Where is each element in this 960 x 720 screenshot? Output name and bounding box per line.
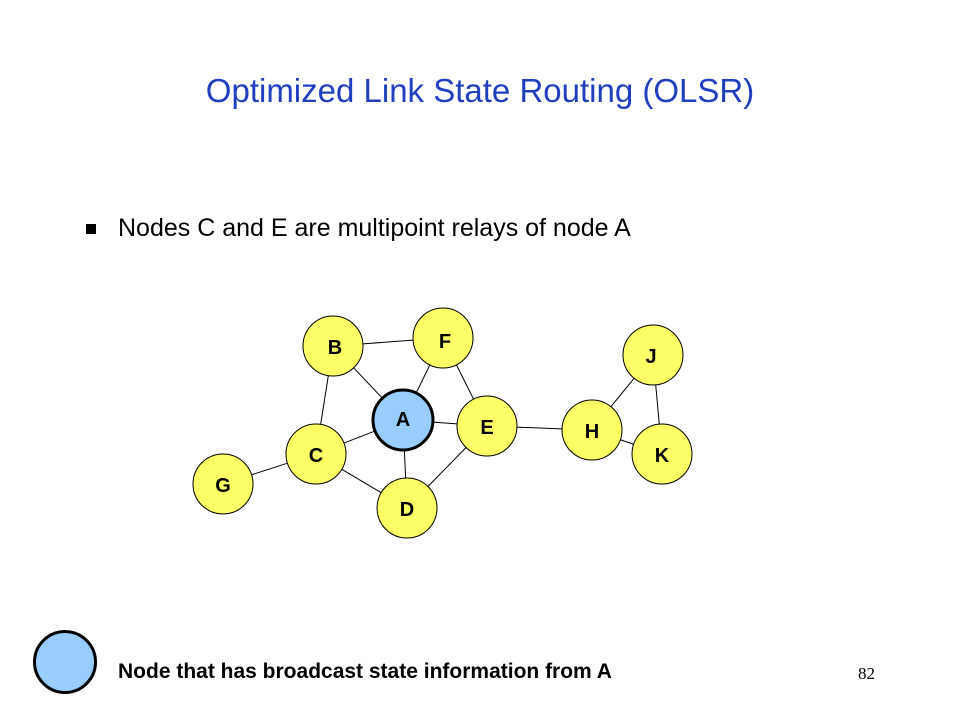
node-e-circle	[456, 395, 518, 457]
node-j-label: J	[645, 346, 656, 368]
node-g-label: G	[215, 475, 231, 497]
edge-a-e	[432, 421, 458, 425]
node-k-circle	[631, 423, 693, 485]
node-f-label: F	[439, 331, 451, 353]
edge-h-j	[610, 377, 635, 408]
node-k-label: K	[655, 445, 670, 467]
slide-title: Optimized Link State Routing (OLSR)	[205, 72, 755, 109]
edge-e-h	[516, 426, 563, 430]
node-c-circle	[285, 423, 347, 485]
node-d-label: D	[400, 499, 414, 521]
edge-a-d	[403, 449, 407, 479]
node-d-circle	[376, 477, 438, 539]
node-h-circle	[561, 399, 623, 461]
broadcast-node-legend-icon	[33, 630, 97, 694]
edge-b-a	[353, 367, 383, 399]
node-j-circle	[622, 324, 684, 386]
node-g-circle	[192, 453, 254, 515]
square-bullet-icon	[86, 223, 96, 234]
bullet-text: Nodes C and E are multipoint relays of n…	[118, 214, 631, 242]
edge-b-f	[362, 339, 414, 345]
edge-f-a	[415, 364, 431, 394]
node-a-label: A	[396, 409, 410, 431]
edge-b-c	[320, 375, 329, 425]
legend-text: Node that has broadcast state informatio…	[118, 660, 612, 683]
bullet-item: Nodes C and E are multipoint relays of n…	[86, 214, 631, 243]
node-f-circle	[412, 307, 474, 369]
edge-c-g	[251, 462, 288, 476]
edge-a-c	[343, 430, 376, 444]
edge-c-d	[341, 468, 382, 494]
edge-group	[251, 339, 660, 494]
node-group: A B C D E F G H J K	[192, 307, 693, 539]
edge-d-e	[427, 447, 467, 487]
node-c-label: C	[309, 445, 323, 467]
node-b-circle	[302, 315, 364, 377]
node-b-label: B	[328, 337, 342, 359]
page-number: 82	[858, 664, 875, 683]
edge-f-e	[455, 364, 475, 400]
node-e-label: E	[480, 417, 493, 439]
node-h-label: H	[585, 421, 599, 443]
edge-j-k	[655, 384, 660, 425]
edge-h-k	[620, 439, 634, 445]
node-a-circle	[371, 388, 435, 452]
